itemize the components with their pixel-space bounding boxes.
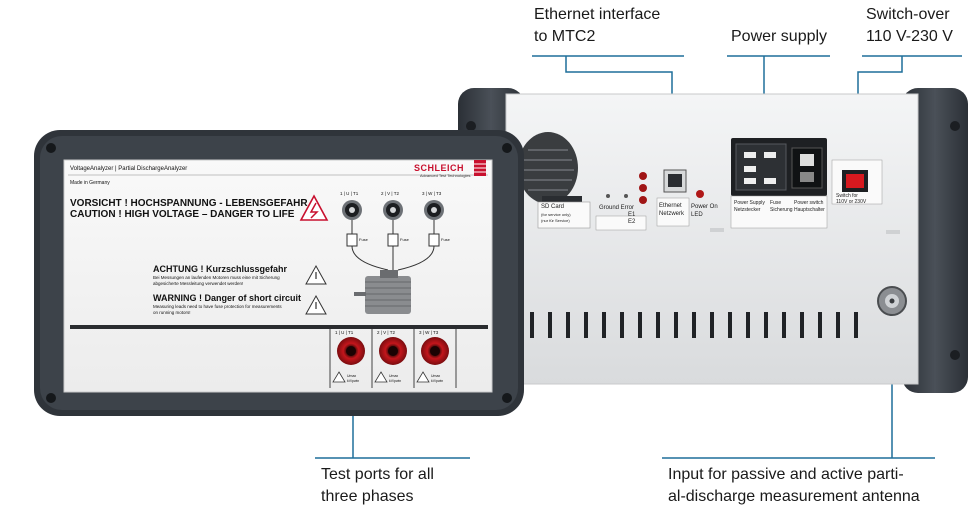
caution-triangle-icon-2 xyxy=(305,294,327,315)
power-switch-label-1: Power switch xyxy=(794,200,824,206)
port-phase-label-1: 1 | U | T1 xyxy=(335,330,354,335)
product-line: VoltageAnalyzer | Partial DischargeAnaly… xyxy=(70,166,188,172)
power-switch-label-2: Hauptschalter xyxy=(794,207,825,213)
power-on-label-2: LED xyxy=(691,212,703,218)
port-umax-2-b: kV/pwin xyxy=(389,379,402,383)
callout-antenna: Input for passive and active parti- al-d… xyxy=(668,464,920,508)
short-en-text-2: on running motors! xyxy=(153,310,191,315)
port-umax-1: Umax kV/pwin xyxy=(347,374,359,384)
port-umax-3: Umax kV/pwin xyxy=(431,374,443,384)
input-jack-3[interactable] xyxy=(424,200,444,220)
motor-icon xyxy=(354,270,411,314)
input-jack-1[interactable] xyxy=(342,200,362,220)
ground-error-led-1 xyxy=(606,194,610,198)
power-supply-label-2: Netzstecker xyxy=(734,207,761,213)
port-warning-icon-1 xyxy=(332,371,346,383)
front-screw-tr xyxy=(502,143,512,153)
rear-vents xyxy=(530,312,858,338)
callout-power-supply-line1: Power supply xyxy=(731,28,828,45)
status-led-2 xyxy=(639,184,647,192)
front-screw-tl xyxy=(46,143,56,153)
port-umax-1-a: Umax xyxy=(347,374,357,378)
switch-for-label: Switch for xyxy=(836,193,858,199)
fuse-label-2: Fuse xyxy=(400,237,409,242)
callout-ethernet-line2: to MTC2 xyxy=(534,28,596,45)
rear-screw-tl xyxy=(466,121,476,131)
port-umax-3-b: kV/pwin xyxy=(431,379,444,383)
callout-switch-over-line2: 110 V-230 V xyxy=(866,28,953,45)
callout-antenna-line2: al-discharge measurement antenna xyxy=(668,488,920,505)
test-port-1[interactable] xyxy=(337,337,365,365)
callout-test-ports-line1: Test ports for all xyxy=(321,466,434,483)
port-umax-2: Umax kV/pwin xyxy=(389,374,401,384)
status-led-1 xyxy=(639,172,647,180)
power-supply-label-1: Power Supply xyxy=(734,200,765,206)
phase-label-top-2: 2 | V | T2 xyxy=(381,191,400,196)
port-warning-icon-3 xyxy=(416,371,430,383)
e1-label: E1 xyxy=(628,212,636,218)
caution-triangle-icon xyxy=(305,264,327,285)
sd-card-label: SD Card xyxy=(541,204,565,210)
short-de-text-1: Bei Messungen an laufenden Motoren muss … xyxy=(153,275,280,280)
fuse-label-3: Fuse xyxy=(441,237,450,242)
switch-values-label: 110V or 230V xyxy=(836,199,867,205)
callout-power-supply: Power supply xyxy=(731,26,827,48)
high-voltage-warning-icon xyxy=(299,194,329,221)
status-led-3 xyxy=(639,196,647,204)
ethernet-label-1: Ethernet xyxy=(659,203,682,209)
ground-error-led-2 xyxy=(624,194,628,198)
e2-label: E2 xyxy=(628,219,636,225)
power-on-led xyxy=(696,190,704,198)
callout-ethernet: Ethernet interface to MTC2 xyxy=(534,4,660,48)
sd-card-slot[interactable] xyxy=(542,196,582,202)
test-port-2[interactable] xyxy=(379,337,407,365)
callout-switch-over: Switch-over 110 V-230 V xyxy=(866,4,953,48)
port-section-bar xyxy=(70,325,488,329)
short-en-text-1: Measuring leads need to have fuse protec… xyxy=(153,304,282,309)
port-umax-1-b: kV/pwin xyxy=(347,379,360,383)
origin-label: Made in Germany xyxy=(70,180,110,186)
port-umax-3-a: Umax xyxy=(431,374,441,378)
port-phase-label-2: 2 | V | T2 xyxy=(377,330,396,335)
ethernet-label-2: Netzwerk xyxy=(659,211,685,217)
sd-note-2: (nur für Service) xyxy=(541,218,570,223)
callout-switch-over-line1: Switch-over xyxy=(866,6,950,23)
front-panel xyxy=(63,159,493,393)
short-de-title: ACHTUNG ! Kurzschlussgefahr xyxy=(153,264,288,274)
brand-name: SCHLEICH xyxy=(414,163,465,173)
front-screw-bl xyxy=(46,393,56,403)
warning-de: VORSICHT ! HOCHSPANNUNG - LEBENSGEFAHR xyxy=(70,198,308,209)
input-jack-2[interactable] xyxy=(383,200,403,220)
callout-ethernet-line1: Ethernet interface xyxy=(534,6,661,23)
phase-label-top-3: 3 | W | T3 xyxy=(422,191,442,196)
fuse-label-1: Fuse xyxy=(359,237,368,242)
sd-note-1: (for service only) xyxy=(541,212,571,217)
fuse-rear-label-2: Sicherung xyxy=(770,207,793,213)
rear-screw-br xyxy=(950,350,960,360)
callout-antenna-line1: Input for passive and active parti- xyxy=(668,466,904,483)
short-de-text-2: abgesicherte Messleitung verwendet werde… xyxy=(153,281,244,286)
port-warning-icon-2 xyxy=(374,371,388,383)
warning-en: CAUTION ! HIGH VOLTAGE – DANGER TO LIFE xyxy=(70,209,295,220)
test-port-3[interactable] xyxy=(421,337,449,365)
callout-test-ports-line2: three phases xyxy=(321,488,414,505)
short-en-title: WARNING ! Danger of short circuit xyxy=(153,293,302,303)
port-phase-label-3: 3 | W | T3 xyxy=(419,330,439,335)
port-umax-2-a: Umax xyxy=(389,374,399,378)
rear-screw-tr xyxy=(950,121,960,131)
power-on-label-1: Power On xyxy=(691,204,718,210)
fuse-rear-label-1: Fuse xyxy=(770,200,782,206)
callout-test-ports: Test ports for all three phases xyxy=(321,464,434,508)
ground-error-label: Ground Error xyxy=(599,205,635,211)
fuse-diagram xyxy=(346,220,440,271)
phase-label-top-1: 1 | U | T1 xyxy=(340,191,359,196)
front-screw-br xyxy=(502,393,512,403)
brand-tagline: Advanced Test Technologies xyxy=(420,173,471,178)
